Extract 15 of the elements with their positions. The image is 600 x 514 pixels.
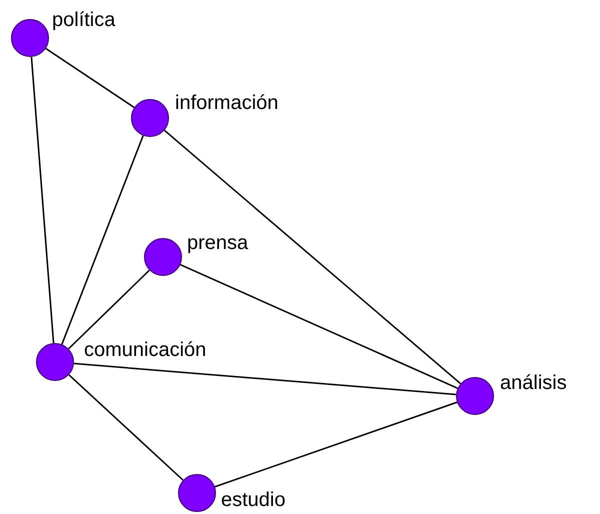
connector-line — [45, 48, 135, 108]
connector-line — [68, 374, 184, 481]
connector-line — [214, 402, 458, 488]
connector-line — [61, 135, 144, 345]
node-label: estudio — [221, 490, 286, 510]
connector-line — [30, 56, 54, 344]
node-label: política — [52, 10, 116, 30]
connector-line — [180, 264, 458, 389]
node-label: comunicación — [84, 340, 206, 360]
node-label: análisis — [500, 373, 567, 393]
connector-line — [164, 130, 462, 384]
node-label: prensa — [187, 233, 248, 253]
connector-line — [74, 362, 456, 396]
connector-line — [68, 270, 150, 350]
node-label: información — [175, 93, 278, 113]
